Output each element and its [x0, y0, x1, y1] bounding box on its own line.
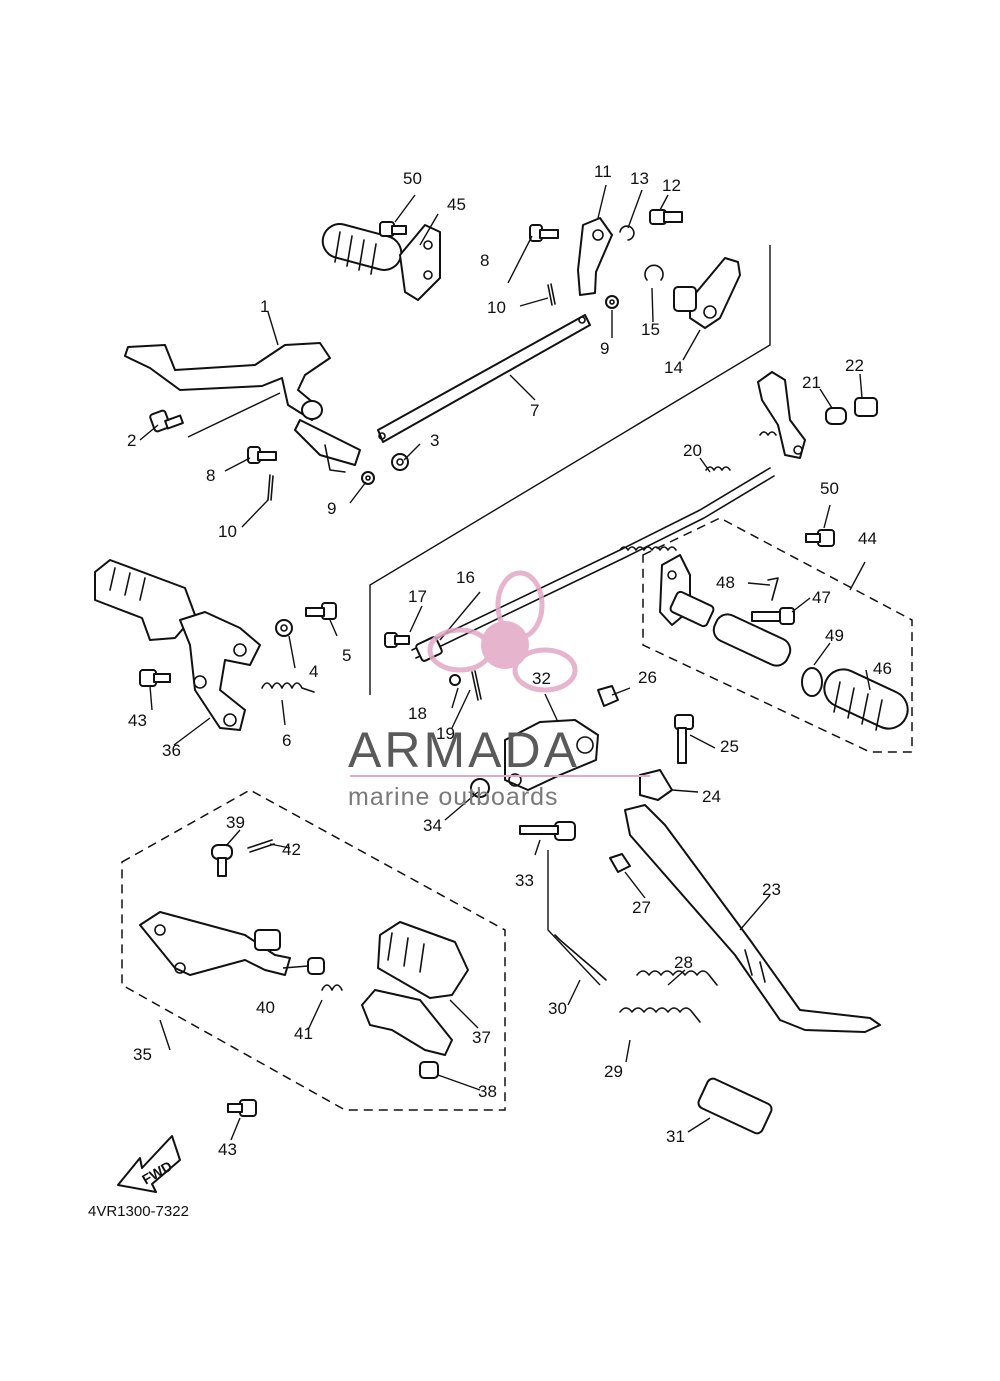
- callout-8b: 8: [480, 251, 489, 270]
- washers: [275, 295, 619, 637]
- bolt-2: [149, 409, 184, 433]
- callout-13: 13: [630, 169, 649, 188]
- callout-11: 11: [594, 162, 612, 181]
- brake-group-outline: [369, 245, 771, 695]
- callout-39: 39: [226, 813, 245, 832]
- callout-9b: 9: [600, 339, 609, 358]
- callout-17: 17: [408, 587, 427, 606]
- diagram-code: 4VR1300-7322: [88, 1203, 189, 1220]
- callout-1: 1: [260, 297, 269, 316]
- callout-16: 16: [456, 568, 475, 587]
- callout-42: 42: [282, 840, 301, 859]
- callout-24: 24: [702, 787, 721, 806]
- rear-footrest-right: [659, 529, 909, 731]
- callout-12: 12: [662, 176, 681, 195]
- callout-15: 15: [641, 320, 660, 339]
- stand-group-outline: [547, 850, 601, 986]
- callout-9a: 9: [327, 499, 336, 518]
- watermark-subtitle: marine outboards: [348, 783, 559, 811]
- callout-34: 34: [423, 816, 442, 835]
- rear-footrest-left: [321, 221, 441, 301]
- propeller-logo-icon: [427, 570, 578, 693]
- callout-2: 2: [127, 431, 136, 450]
- callout-31: 31: [666, 1127, 685, 1146]
- callout-32: 32: [532, 669, 551, 688]
- callout-43a: 43: [128, 711, 147, 730]
- callout-46: 46: [873, 659, 892, 678]
- watermark: ARMADA marine outboards: [348, 570, 650, 811]
- callout-10b: 10: [487, 298, 506, 317]
- footrest-assembly-boundary-right: [642, 517, 913, 753]
- callout-37: 37: [472, 1028, 491, 1047]
- leader-lines: [139, 184, 871, 1141]
- callout-23: 23: [762, 880, 781, 899]
- callout-14: 14: [664, 358, 683, 377]
- callout-21: 21: [802, 373, 821, 392]
- callout-22: 22: [845, 356, 864, 375]
- callout-10a: 10: [218, 522, 237, 541]
- callout-8a: 8: [206, 466, 215, 485]
- callout-36: 36: [162, 741, 181, 760]
- callout-25: 25: [720, 737, 739, 756]
- callout-5: 5: [342, 646, 351, 665]
- watermark-title: ARMADA: [348, 722, 580, 778]
- bolt-5-and-spring-6: [261, 602, 337, 693]
- callout-6: 6: [282, 731, 291, 750]
- callout-4: 4: [309, 662, 318, 681]
- callout-35: 35: [133, 1045, 152, 1064]
- brake-arms: [577, 209, 741, 329]
- callout-50a: 50: [403, 169, 422, 188]
- callout-38: 38: [478, 1082, 497, 1101]
- footrest-assembly-boundary-left: [121, 789, 506, 1111]
- callout-29: 29: [604, 1062, 623, 1081]
- brake-rod: [377, 314, 591, 443]
- side-stand-assembly: [470, 685, 881, 1135]
- callout-19: 19: [436, 724, 455, 743]
- callout-27: 27: [632, 898, 651, 917]
- fwd-arrow: FWD: [117, 1135, 181, 1193]
- callout-30: 30: [548, 999, 567, 1018]
- rear-footrest-bracket: [139, 839, 469, 1117]
- callout-48: 48: [716, 573, 735, 592]
- front-footrest-right: [94, 559, 261, 731]
- callout-50b: 50: [820, 479, 839, 498]
- brake-pedal: [124, 342, 361, 473]
- fwd-arrow-icon: [117, 1135, 181, 1193]
- callout-7: 7: [530, 401, 539, 420]
- callout-45: 45: [447, 195, 466, 214]
- callout-43b: 43: [218, 1140, 237, 1159]
- brake-cable-assembly: [384, 371, 878, 701]
- callout-40: 40: [256, 998, 275, 1017]
- callout-labels: 1 2 3 4 5 6 7 8 8 9 9 10 10 11 12 13 14 …: [127, 162, 892, 1159]
- callout-41: 41: [294, 1024, 313, 1043]
- assembly-boundaries: [121, 245, 913, 1111]
- pedal-group-outline: [187, 392, 281, 438]
- callout-20: 20: [683, 441, 702, 460]
- callout-33: 33: [515, 871, 534, 890]
- callout-3: 3: [430, 431, 439, 450]
- callout-28: 28: [674, 953, 693, 972]
- callout-18: 18: [408, 704, 427, 723]
- pins-and-cotters: [247, 224, 559, 501]
- callout-44: 44: [858, 529, 877, 548]
- callout-26: 26: [638, 668, 657, 687]
- callout-47: 47: [812, 588, 831, 607]
- callout-49: 49: [825, 626, 844, 645]
